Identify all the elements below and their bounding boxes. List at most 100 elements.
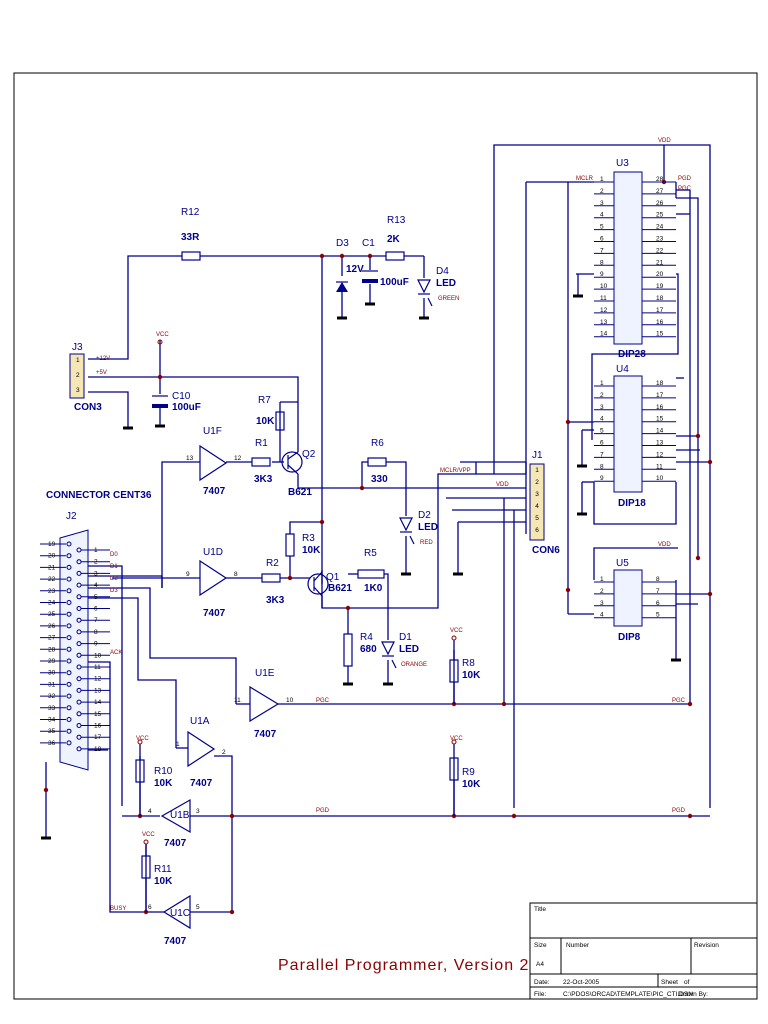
pin-u1f-in: 13 — [186, 455, 194, 462]
wiring — [45, 144, 711, 913]
net-ack: ACK — [110, 650, 122, 656]
connector-pin-numbers: 1231234561920212223242526272829303132333… — [48, 176, 664, 753]
ref-r4: R4 — [360, 632, 373, 643]
u5-pin-4: 4 — [600, 612, 604, 619]
u3-pin-6: 6 — [600, 236, 604, 243]
u5-pin-1: 1 — [600, 576, 604, 583]
j2-pin-left-27: 27 — [48, 635, 56, 642]
color-d4: GREEN — [438, 296, 459, 302]
ic-u5 — [613, 569, 643, 627]
title-block — [529, 902, 758, 1000]
u3-pin-15: 15 — [656, 331, 664, 338]
buffer-u1e — [249, 685, 280, 723]
u3-pin-2: 2 — [600, 188, 604, 195]
u3-pin-8: 8 — [600, 259, 604, 266]
j2-pin-right-13: 13 — [94, 687, 102, 694]
j2-pin-left-34: 34 — [48, 717, 56, 724]
ref-u1f: U1F — [203, 426, 222, 437]
u3-pin-24: 24 — [656, 224, 664, 231]
date-label: Date: — [534, 979, 550, 986]
value-u3: DIP28 — [618, 349, 646, 360]
net-d3: D3 — [110, 588, 118, 594]
u4-pin-1: 1 — [600, 380, 604, 387]
value-r10: 10K — [154, 778, 173, 789]
j2-pin-left-26: 26 — [48, 623, 56, 630]
led-d2 — [399, 517, 415, 545]
buffer-u1c — [162, 894, 191, 930]
u4-pin-12: 12 — [656, 451, 664, 458]
ref-r6: R6 — [371, 438, 384, 449]
j2-pin-left-22: 22 — [48, 576, 56, 583]
u4-pin-7: 7 — [600, 451, 604, 458]
file-value: C:\PDOS\ORCAD\TEMPLATE\PIC_CTI.DSN — [563, 991, 693, 998]
net-vcc-r8: VCC — [450, 628, 463, 634]
j2-contact-left-33 — [66, 705, 72, 711]
file-label: File: — [534, 991, 546, 998]
j2-pin-left-23: 23 — [48, 588, 56, 595]
connector-j2 — [40, 529, 110, 771]
size-label: Size — [534, 942, 547, 949]
resistor-r13 — [385, 251, 405, 261]
net-plus12v: +12V — [96, 356, 110, 362]
u4-pin-17: 17 — [656, 392, 664, 399]
number-label: Number — [566, 942, 590, 949]
title-label: Title — [534, 906, 546, 913]
j2-pin-left-33: 33 — [48, 705, 56, 712]
j2-pin-left-32: 32 — [48, 693, 56, 700]
ref-r11: R11 — [154, 864, 172, 875]
j2-pin-right-10: 10 — [94, 652, 102, 659]
ref-r7: R7 — [258, 395, 271, 406]
u3-pin-25: 25 — [656, 212, 664, 219]
ref-u1e: U1E — [255, 668, 275, 679]
u4-pin-5: 5 — [600, 428, 604, 435]
u3-pin-5: 5 — [600, 224, 604, 231]
value-r13: 2K — [387, 234, 401, 245]
ref-j2: J2 — [66, 511, 77, 522]
u4-pin-15: 15 — [656, 416, 664, 423]
pin-u1f-out: 12 — [234, 455, 242, 462]
resistor-r5 — [357, 569, 385, 579]
net-pgd-u3: PGD — [678, 176, 692, 182]
ref-u1c: U1C — [170, 908, 190, 919]
j2-pin-left-19: 19 — [48, 541, 56, 548]
ref-r1: R1 — [255, 438, 268, 449]
resistor-r1 — [251, 457, 271, 467]
net-pgd-bus: PGD — [316, 808, 330, 814]
u3-pin-26: 26 — [656, 200, 664, 207]
j2-pin-left-24: 24 — [48, 600, 56, 607]
ref-u5: U5 — [616, 558, 629, 569]
value-u1b: 7407 — [164, 838, 187, 849]
ref-r9: R9 — [462, 767, 475, 778]
u3-pin-23: 23 — [656, 236, 664, 243]
pin-u1a-in: 1 — [176, 741, 180, 748]
net-labels: VCC +12V +5V VDD MCLR PGD PGC MCLR/VPP V… — [96, 138, 692, 912]
pin-u1d-in: 9 — [186, 571, 190, 578]
net-d1: D1 — [110, 564, 118, 570]
net-plus5v: +5V — [96, 370, 107, 376]
j2-pin-left-25: 25 — [48, 611, 56, 618]
ref-r10: R10 — [154, 766, 173, 777]
value-u5: DIP8 — [618, 632, 641, 643]
u3-pin-27: 27 — [656, 188, 664, 195]
j2-pin-right-7: 7 — [94, 617, 98, 624]
value-d1: LED — [399, 644, 419, 655]
u4-pin-18: 18 — [656, 380, 664, 387]
value-r11: 10K — [154, 876, 173, 887]
u4-pin-11: 11 — [656, 463, 663, 470]
j2-pin-left-35: 35 — [48, 728, 56, 735]
j2-contact-left-35 — [66, 728, 72, 734]
value-c1: 100uF — [380, 277, 409, 288]
sheet-of: of — [684, 979, 690, 986]
j2-contact-left-25 — [66, 611, 72, 617]
sheet-label: Sheet — [661, 979, 678, 986]
ref-r2: R2 — [266, 558, 279, 569]
j2-contact-left-27 — [66, 635, 72, 641]
j2-pin-left-36: 36 — [48, 740, 56, 747]
u3-pin-3: 3 — [600, 200, 604, 207]
pin-u1a-out: 2 — [222, 749, 226, 756]
value-u1c: 7407 — [164, 936, 187, 947]
drawn-label: Drawn By: — [678, 991, 708, 998]
ref-u1d: U1D — [203, 547, 223, 558]
j2-pin-left-21: 21 — [48, 564, 56, 571]
